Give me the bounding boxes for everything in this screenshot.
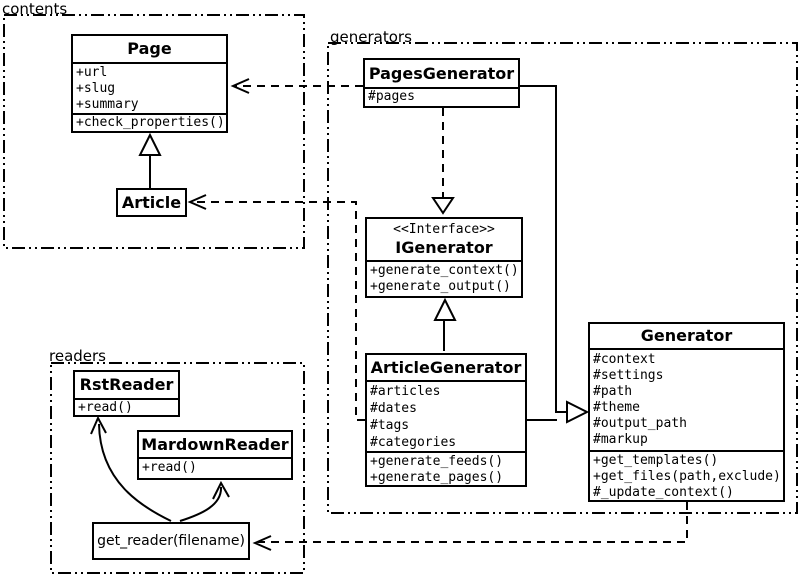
attribute: #output_path: [593, 416, 687, 431]
attribute: #categories: [370, 435, 457, 450]
methods-compartment: +check_properties(): [73, 113, 226, 131]
method: +read(): [142, 460, 197, 475]
class-page: Page +url +slug +summary +check_properti…: [71, 34, 228, 133]
class-title-block: <<Interface>> IGenerator: [367, 219, 521, 260]
class-article: Article: [116, 188, 187, 217]
class-articlegenerator: ArticleGenerator #articles #dates #tags …: [365, 353, 527, 487]
method: +generate_context(): [370, 263, 519, 278]
attribute: #path: [593, 384, 633, 399]
dependency-generator-to-getreader: [252, 502, 688, 551]
generalization-generators-to-generator: [518, 85, 590, 424]
method: +check_properties(): [76, 115, 225, 130]
class-title: Generator: [640, 326, 733, 345]
attribute: #markup: [593, 432, 648, 447]
class-generator: Generator #context #settings #path #them…: [588, 322, 785, 502]
method: +generate_output(): [370, 279, 511, 294]
attributes-compartment: #articles #dates #tags #categories: [367, 380, 525, 451]
attribute: #dates: [370, 401, 417, 416]
attributes-compartment: #context #settings #path #theme #output_…: [590, 348, 783, 450]
class-mardownreader: MardownReader +read(): [137, 430, 293, 480]
class-title: ArticleGenerator: [370, 358, 522, 377]
attribute: #settings: [593, 368, 664, 383]
package-contents-border: [3, 14, 305, 249]
package-generators-label: generators: [330, 28, 412, 46]
method: #_update_context(): [593, 485, 734, 500]
package-generators-border: [327, 42, 798, 514]
class-title: Page: [127, 39, 172, 58]
attribute: +summary: [76, 97, 139, 112]
dependency-articlegenerator-to-article: [187, 194, 365, 421]
attribute: #tags: [370, 418, 410, 433]
methods-compartment: +generate_feeds() +generate_pages(): [367, 451, 525, 485]
method: +generate_pages(): [370, 470, 504, 485]
realization-pagesgenerator-to-igenerator: [431, 108, 455, 215]
package-readers-label: readers: [49, 347, 106, 365]
methods-compartment: +get_templates() +get_files(path,exclude…: [590, 450, 783, 500]
class-title: Article: [121, 193, 182, 212]
attribute: #pages: [368, 89, 415, 104]
method: +generate_feeds(): [370, 454, 504, 469]
method: +read(): [78, 400, 133, 415]
stereotype: <<Interface>>: [393, 222, 495, 237]
attribute: +url: [76, 65, 108, 80]
method: +get_files(path,exclude): [593, 469, 781, 484]
generalization-articlegenerator-to-igenerator: [433, 297, 457, 351]
attribute: #articles: [370, 384, 441, 399]
class-rstreader: RstReader +read(): [73, 370, 180, 417]
package-readers-border: [50, 362, 305, 574]
call-getreader-to-mardownreader: [179, 480, 230, 522]
methods-compartment: +read(): [75, 398, 178, 415]
methods-compartment: +read(): [139, 457, 291, 478]
class-title: RstReader: [79, 375, 174, 394]
method: +get_templates(): [593, 453, 719, 468]
class-title: IGenerator: [395, 238, 493, 257]
class-igenerator: <<Interface>> IGenerator +generate_conte…: [365, 217, 523, 298]
generalization-article-to-page: [138, 132, 162, 188]
function-get-reader: get_reader(filename): [92, 522, 250, 560]
attributes-compartment: #pages: [365, 87, 518, 106]
attribute: +slug: [76, 81, 116, 96]
class-title: MardownReader: [141, 435, 289, 454]
class-title: PagesGenerator: [368, 64, 515, 83]
dependency-pagesgenerator-to-page: [230, 78, 363, 94]
methods-compartment: +generate_context() +generate_output(): [367, 260, 521, 296]
call-getreader-to-rstreader: [90, 415, 172, 522]
class-pagesgenerator: PagesGenerator #pages: [363, 58, 520, 108]
attribute: #context: [593, 352, 656, 367]
package-contents-label: contents: [2, 0, 68, 18]
attribute: #theme: [593, 400, 640, 415]
attributes-compartment: +url +slug +summary: [73, 62, 226, 113]
